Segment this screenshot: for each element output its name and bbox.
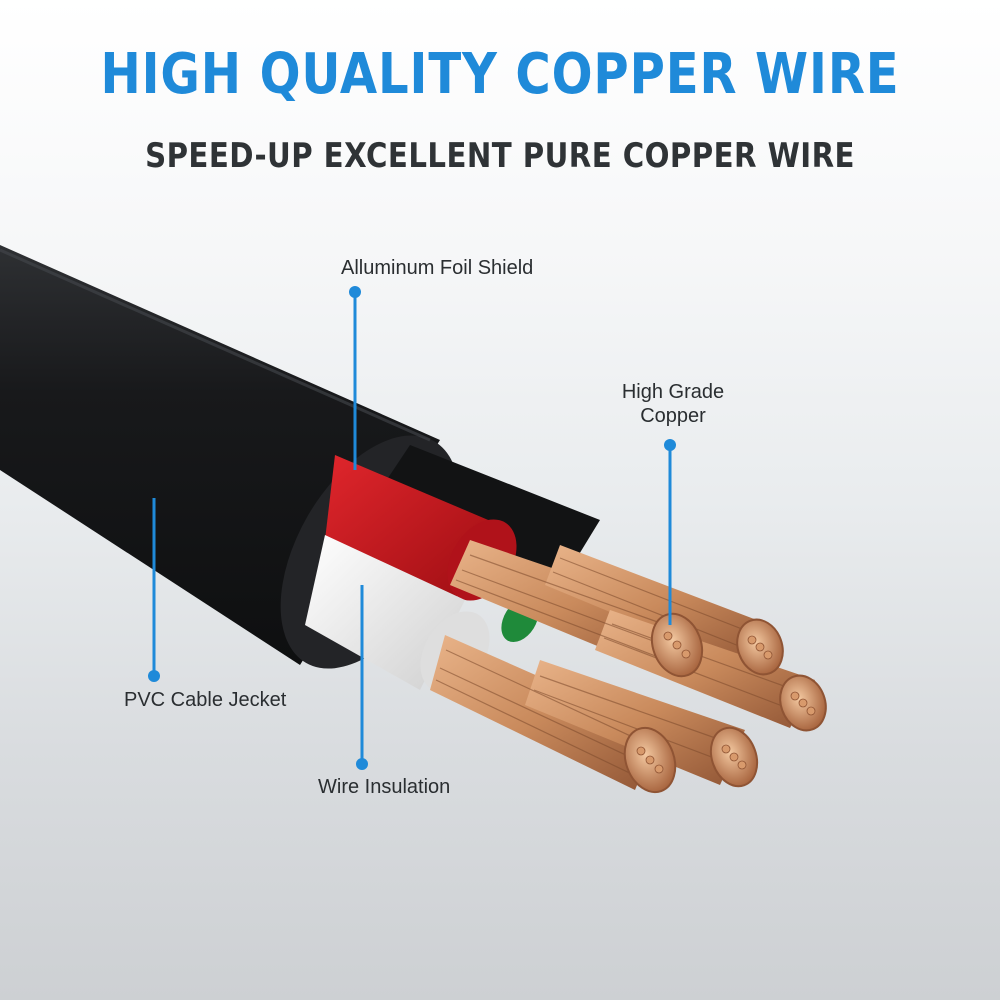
copper-label-line1: High Grade xyxy=(621,381,725,403)
copper-label: High Grade Copper xyxy=(618,380,728,428)
copper-strands xyxy=(430,540,827,794)
insulation-label: Wire Insulation xyxy=(318,776,451,798)
callout-insulation xyxy=(356,585,368,770)
callout-copper xyxy=(664,439,676,625)
page-title: HIGH QUALITY COPPER WIRE xyxy=(100,42,900,107)
callout-jacket xyxy=(148,498,160,682)
jacket-label: PVC Cable Jecket xyxy=(124,689,287,711)
foil-shield-label: Alluminum Foil Shield xyxy=(341,257,534,279)
callout-foil-shield xyxy=(349,286,361,470)
page-subtitle: SPEED-UP EXCELLENT PURE COPPER WIRE xyxy=(145,136,855,176)
copper-label-line2: Copper xyxy=(640,405,706,427)
